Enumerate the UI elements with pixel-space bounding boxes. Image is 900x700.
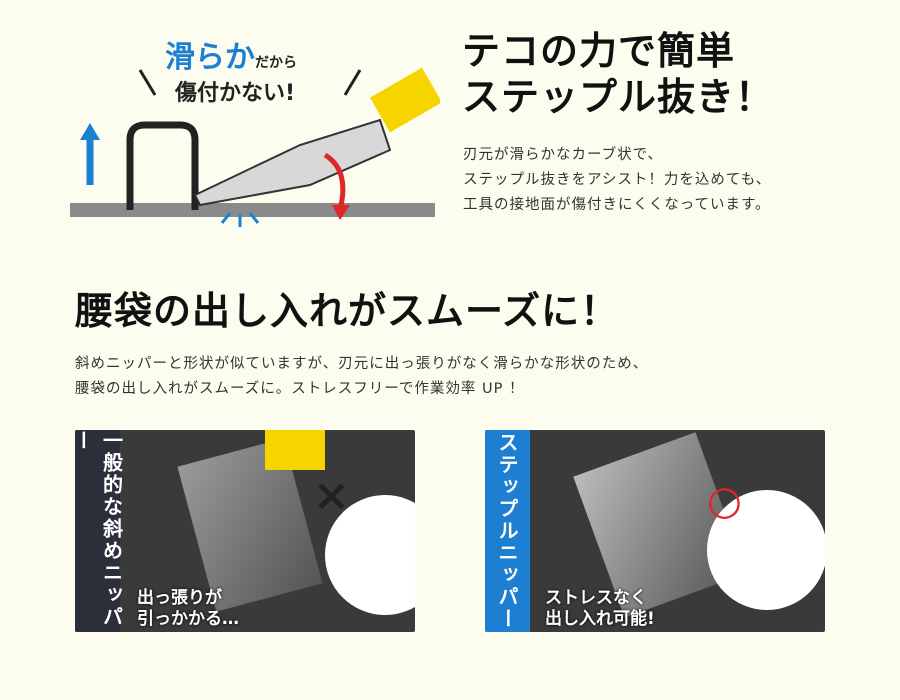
body-line: 工具の接地面が傷付きにくくなっています。 <box>463 197 771 213</box>
caption-line: 出っ張りが <box>137 588 222 608</box>
heading-line1: テコの力で簡単 <box>462 29 736 73</box>
photo-label: ステップルニッパー <box>485 430 530 632</box>
handle-image <box>265 430 325 470</box>
cross-mark: × <box>313 470 350 521</box>
middle-heading: 腰袋の出し入れがスムーズに！ <box>75 289 620 333</box>
caption-line: 引っかかる… <box>137 609 239 629</box>
body-line: ステップル抜きをアシスト！力を込めても、 <box>463 172 772 188</box>
caption-line: ストレスなく <box>545 588 647 608</box>
photo-general-nipper: 一般的な斜めニッパー × 出っ張りが引っかかる… <box>75 430 415 632</box>
top-body: 刃元が滑らかなカーブ状で、 ステップル抜きをアシスト！力を込めても、 工具の接地… <box>463 143 771 218</box>
caption-line: 出し入れ可能! <box>545 609 655 629</box>
callout-small: だから <box>255 55 297 71</box>
heading-line2: ステップル抜き！ <box>462 75 775 119</box>
top-heading: テコの力で簡単 ステップル抜き！ <box>462 28 774 120</box>
middle-body: 斜めニッパーと形状が似ていますが、刃元に出っ張りがなく滑らかな形状のため、 腰袋… <box>75 352 648 402</box>
photo-label: 一般的な斜めニッパー <box>75 430 124 632</box>
callout-line2: 傷付かない! <box>175 81 296 106</box>
zoom-circle <box>707 490 825 610</box>
photo-caption: 出っ張りが引っかかる… <box>137 588 239 630</box>
body-line: 腰袋の出し入れがスムーズに。ストレスフリーで作業効率 UP ！ <box>75 381 525 397</box>
callout-smooth: 滑らかだから <box>165 32 297 76</box>
photo-caption: ストレスなく出し入れ可能! <box>545 588 655 630</box>
photo-staple-nipper: ステップルニッパー ○ ストレスなく出し入れ可能! <box>485 430 825 632</box>
body-line: 斜めニッパーと形状が似ていますが、刃元に出っ張りがなく滑らかな形状のため、 <box>75 356 649 372</box>
callout-main: 滑らか <box>165 40 255 75</box>
staple-removal-illustration <box>60 25 442 235</box>
circle-mark: ○ <box>707 478 742 524</box>
body-line: 刃元が滑らかなカーブ状で、 <box>463 147 664 163</box>
zoom-circle <box>325 495 415 615</box>
